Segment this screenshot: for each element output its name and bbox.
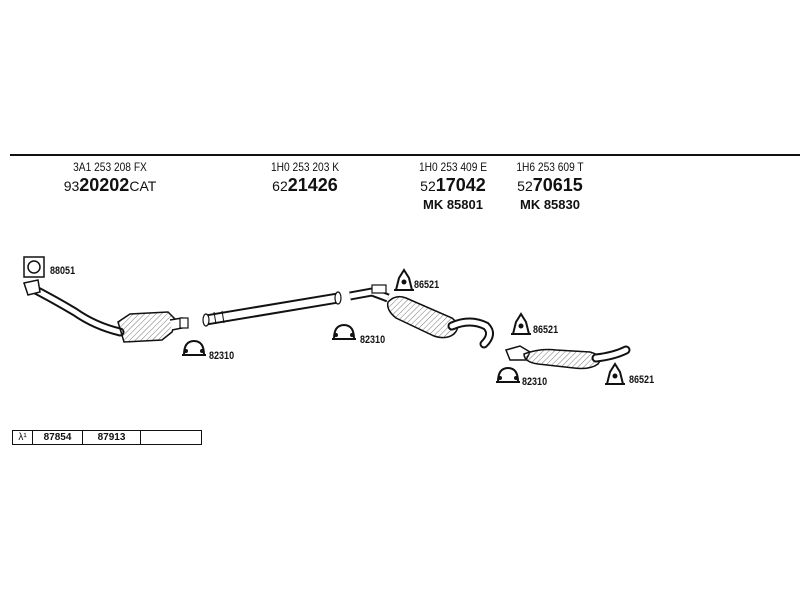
article-number: 9320202CAT — [63, 175, 157, 195]
oem-number: 3A1 253 208 FX — [73, 160, 147, 174]
part-header-catalyst: 3A1 253 208 FX 9320202CAT — [55, 161, 165, 195]
lambda-symbol: λ¹ — [13, 431, 33, 444]
rubber-mount-icon — [394, 268, 414, 291]
article-number: 5270615 — [517, 175, 583, 195]
rubber-mount-icon — [511, 312, 531, 335]
mounting-kit-number: MK 85801 — [423, 197, 483, 212]
mount-label: 86521 — [533, 324, 559, 336]
top-divider-line — [10, 154, 800, 156]
gasket-label: 88051 — [50, 265, 76, 277]
clamp-label: 82310 — [360, 334, 386, 346]
oem-number: 1H0 253 409 E — [418, 160, 488, 174]
mounting-kit-number: MK 85830 — [520, 197, 580, 212]
part-header-rear-silencer: 1H6 253 609 T 5270615 MK 85830 — [495, 161, 605, 211]
gasket-icon — [23, 256, 45, 278]
table-cell: 87854 — [33, 431, 83, 444]
table-underline — [12, 444, 202, 445]
part-header-middle-silencer: 1H0 253 409 E 5217042 MK 85801 — [398, 161, 508, 211]
mount-label: 86521 — [414, 279, 440, 291]
part-header-front-pipe: 1H0 253 203 K 6221426 — [250, 161, 360, 195]
article-number: 5217042 — [420, 175, 486, 195]
clamp-icon — [332, 323, 356, 340]
clamp-label: 82310 — [209, 350, 235, 362]
rear-silencer-icon — [504, 345, 631, 370]
table-cell — [141, 431, 201, 444]
rubber-mount-icon — [605, 362, 625, 385]
clamp-icon — [182, 339, 206, 356]
lambda-sensor-table: λ¹ 87854 87913 — [12, 430, 202, 445]
front-pipe-icon — [202, 291, 342, 327]
catalytic-converter-icon — [23, 279, 189, 343]
middle-silencer-icon — [349, 284, 494, 349]
oem-number: 1H6 253 609 T — [516, 160, 584, 174]
clamp-icon — [496, 366, 520, 383]
oem-number: 1H0 253 203 K — [270, 160, 340, 174]
table-cell: 87913 — [83, 431, 141, 444]
mount-label: 86521 — [629, 374, 655, 386]
clamp-label: 82310 — [522, 376, 548, 388]
article-number: 6221426 — [272, 175, 338, 195]
